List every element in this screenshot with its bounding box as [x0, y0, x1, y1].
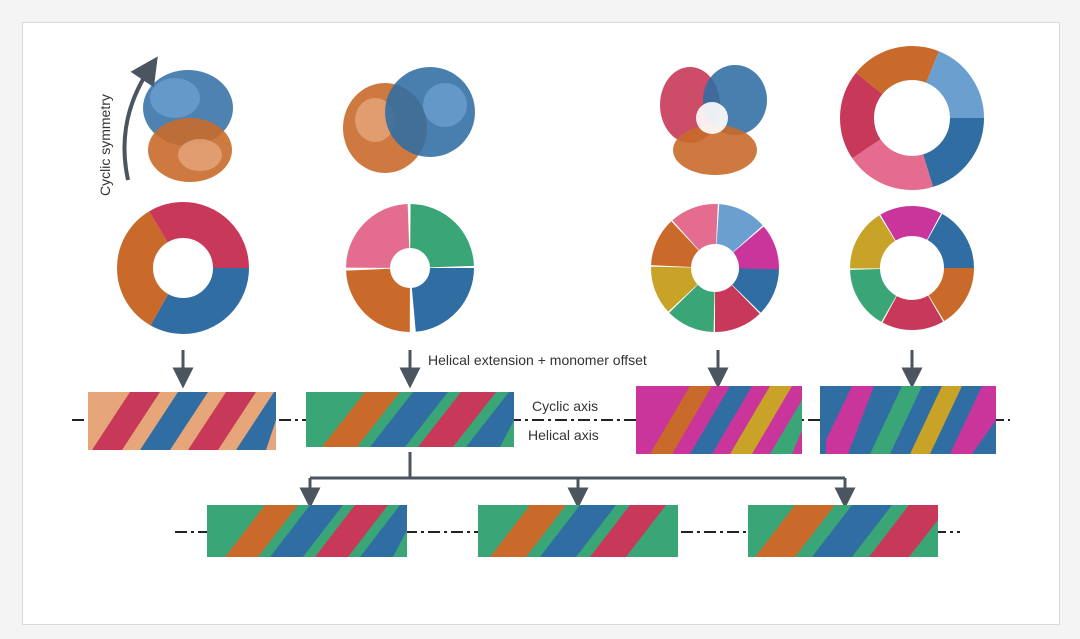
- variant-tube-3: [748, 505, 938, 557]
- helix-tube-2: [306, 392, 514, 447]
- pentamer-ring: [840, 46, 984, 190]
- ring-four-subunits: [346, 204, 474, 332]
- variant-tube-1: [207, 505, 407, 557]
- helical-extension-label: Helical extension + monomer offset: [428, 352, 647, 368]
- helix-tube-4: [820, 386, 996, 454]
- dimer-side-view: [343, 67, 475, 173]
- cyclic-symmetry-label: Cyclic symmetry: [97, 94, 113, 196]
- helical-axis-label: Helical axis: [528, 427, 599, 443]
- ring-three-subunits: [117, 202, 249, 334]
- helix-tube-1: [88, 392, 276, 450]
- trimer-view: [660, 65, 767, 175]
- ring-many-subunits: [651, 204, 779, 332]
- cyclic-axis-label: Cyclic axis: [532, 398, 599, 414]
- cyclic-symmetry-arrow: [122, 56, 158, 181]
- variant-tube-2: [478, 505, 678, 557]
- helix-tube-3: [636, 386, 802, 454]
- ring-large-assembly: [850, 206, 974, 330]
- dimer-top-view: [143, 70, 233, 182]
